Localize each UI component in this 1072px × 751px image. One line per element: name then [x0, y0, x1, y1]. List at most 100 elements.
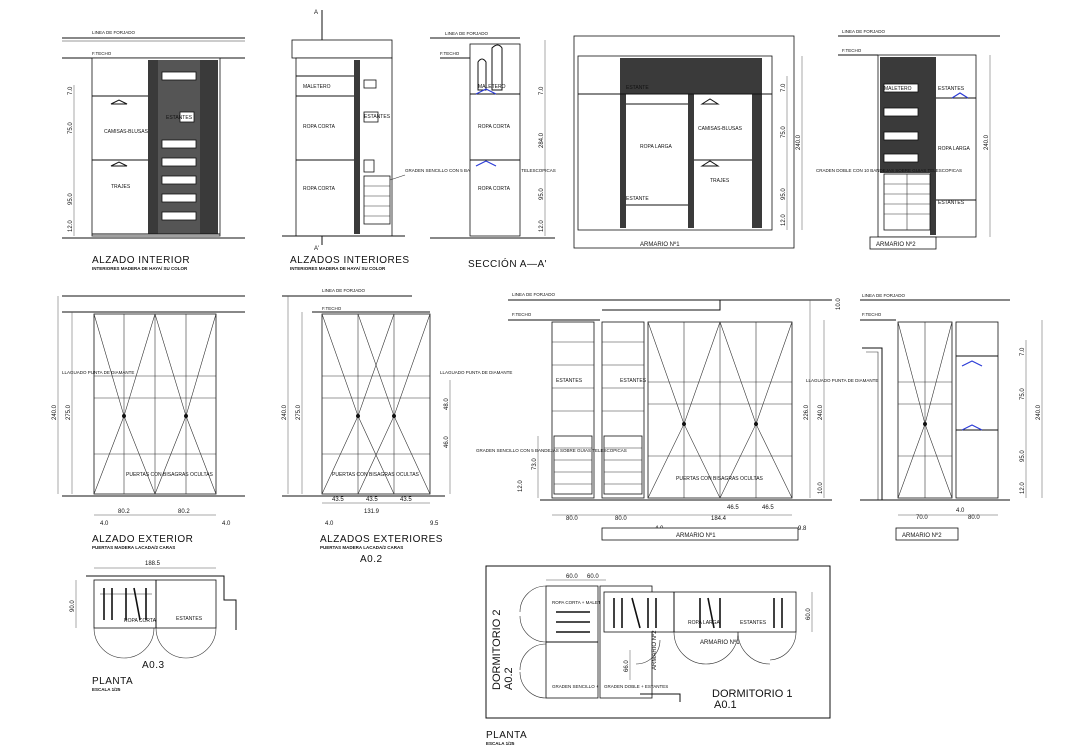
techo-label-4: F.TECHO: [322, 306, 342, 311]
ropa-corta-label-4: ROPA CORTA: [478, 186, 511, 192]
dim-12-g: 12.0: [518, 480, 524, 492]
maletero-label-3: MALETERO: [884, 86, 912, 92]
alzado-interior-drawing: LINEA DE FORJADO F.TECHO CAMISAS-BLUSAS …: [62, 30, 245, 271]
dim-275-e: 275.0: [66, 404, 72, 420]
alzados-exteriores-title: ALZADOS EXTERIORES: [320, 534, 443, 545]
ropa-corta-label-2: ROPA CORTA: [303, 186, 336, 192]
dim-240-f: 240.0: [282, 404, 288, 420]
dim-240-i: 240.0: [1036, 404, 1042, 420]
dim-9-5: 9.5: [430, 521, 439, 527]
dim-60: 60.0: [566, 574, 578, 580]
alzado-exterior-title: ALZADO EXTERIOR: [92, 534, 193, 545]
ropa-corta-label-3: ROPA CORTA: [478, 124, 511, 130]
estantes-label-6: ESTANTES: [620, 378, 647, 384]
section-marker-a-prime: A': [314, 246, 319, 252]
ropa-larga-label-1: ROPA LARGA: [640, 144, 673, 150]
linea-forjado-label-5: LINEA DE FORJADO: [512, 292, 556, 297]
dim-80-a: 80.0: [566, 516, 578, 522]
ropa-corta-maletero-label: ROPA CORTA + MALETERO: [552, 600, 611, 605]
ropa-corta-label-1: ROPA CORTA: [303, 124, 336, 130]
estante-label-1: ESTANTE: [626, 85, 649, 91]
estantes-label-1: ESTANTES: [166, 115, 193, 121]
armario-1-label-plan: ARMARIO Nº1: [700, 639, 740, 646]
dim-75-i: 75.0: [1020, 388, 1026, 400]
seccion-aa-drawing: LINEA DE FORJADO F.TECHO MALETERO ROPA C…: [430, 31, 555, 270]
dim-46-5-a: 46.5: [727, 505, 739, 511]
puertas-label-3: PUERTAS CON BISAGRAS OCULTAS: [676, 476, 764, 482]
dim-10-top: 10.0: [836, 298, 842, 310]
a02-label-plan: A0.2: [503, 667, 515, 690]
dim-284: 284.0: [539, 132, 545, 148]
estantes-label-7: ESTANTES: [176, 616, 203, 622]
a01-label: A0.1: [714, 699, 737, 711]
ropa-corta-label-5: ROPA CORTA: [124, 618, 157, 624]
dim-46: 46.0: [444, 436, 450, 448]
techo-label-3: F.TECHO: [842, 48, 862, 53]
estantes-label-4: ESTANTES: [938, 200, 965, 206]
llaguado-label-3: LLAGUADO PUNTA DE DIAMANTE: [806, 378, 878, 383]
dim-12-b: 12.0: [539, 220, 545, 232]
escala-label-2: ESCALA 1/25: [486, 741, 515, 746]
puertas-label-2: PUERTAS CON BISAGRAS OCULTAS: [332, 472, 420, 478]
escala-label-1: ESCALA 1/25: [92, 687, 121, 692]
dim-43-5-c: 43.5: [400, 497, 412, 503]
dim-184-4: 184.4: [711, 516, 727, 522]
trajes-label: TRAJES: [111, 184, 131, 190]
armario-2-label-plan: ARMARIO Nº2: [651, 630, 658, 670]
dim-95-i: 95.0: [1020, 450, 1026, 462]
dormitorio-2-label: DORMITORIO 2: [491, 610, 503, 690]
alzados-exteriores-subtitle: PUERTAS MADERA LACADA/2 CARAS: [320, 545, 403, 550]
dim-60-b: 60.0: [587, 574, 599, 580]
dim-275-f: 275.0: [296, 404, 302, 420]
maletero-label-2: MALETERO: [478, 84, 506, 90]
estantes-label-2: ESTANTES: [364, 114, 391, 120]
estantes-label-8: ESTANTES: [740, 620, 767, 626]
dim-9-8: 9.8: [798, 526, 807, 532]
dim-226: 226.0: [804, 404, 810, 420]
estantes-label-5: ESTANTES: [556, 378, 583, 384]
dim-7-c: 7.0: [781, 83, 787, 92]
dim-10: 10.0: [818, 482, 824, 494]
linea-forjado-label-3: LINEA DE FORJADO: [842, 29, 886, 34]
llaguado-label-1: LLAGUADO PUNTA DE DIAMANTE: [62, 370, 134, 375]
dim-80-2-b: 80.2: [178, 509, 190, 515]
dim-66: 66.0: [624, 660, 630, 672]
dim-131-9: 131.9: [364, 509, 380, 515]
dim-80-c: 80.0: [968, 515, 980, 521]
dim-95: 95.0: [68, 193, 74, 205]
alzado-exterior-drawing: PUERTAS CON BISAGRAS OCULTAS LLAGUADO PU…: [52, 295, 245, 550]
cajonera-doble-label: CRADEN DOBLE CON 10 BANDEJAS SOBRE GUIAS…: [816, 168, 962, 173]
armario-1-title-mid: ARMARIO Nº1: [676, 532, 716, 539]
armario-2-interior-drawing: LINEA DE FORJADO F.TECHO MALETERO ESTANT…: [816, 29, 1000, 250]
puertas-label-1: PUERTAS CON BISAGRAS OCULTAS: [126, 472, 214, 478]
alzados-interiores-title: ALZADOS INTERIORES: [290, 255, 410, 266]
linea-forjado-label-2: LINEA DE FORJADO: [445, 31, 489, 36]
dim-12-c: 12.0: [781, 214, 787, 226]
dim-43-5-b: 43.5: [366, 497, 378, 503]
estantes-label-3: ESTANTES: [938, 86, 965, 92]
dim-43-5-a: 43.5: [332, 497, 344, 503]
dim-12: 12.0: [68, 220, 74, 232]
dim-4-c: 4.0: [325, 521, 334, 527]
planta-a03-drawing: 188.5 90.0 ROPA CORTA ESTANTES A0.3 PLAN…: [70, 561, 237, 692]
linea-forjado-label: LINEA DE FORJADO: [92, 30, 136, 35]
armario-1-title-top: ARMARIO Nº1: [640, 241, 680, 248]
dim-240-c: 240.0: [796, 134, 802, 150]
armario-2-title-top: ARMARIO Nº2: [876, 241, 916, 248]
armario-2-elevation-drawing: LINEA DE FORJADO F.TECHO 7.0 75.0 95.0 1…: [860, 293, 1043, 541]
dim-4-e: 4.0: [956, 508, 965, 514]
alzados-interiores-subtitle: INTERIORES MADERA DE HAYA/ SU COLOR: [290, 266, 386, 271]
armario-1-elevation-drawing: LINEA DE FORJADO F.TECHO ESTANTES ESTANT…: [476, 292, 878, 541]
dim-188-5: 188.5: [145, 561, 161, 567]
planta-title-2: PLANTA: [486, 730, 527, 741]
armario-2-title-mid: ARMARIO Nº2: [902, 532, 942, 539]
techo-label-2: F.TECHO: [440, 51, 460, 56]
ropa-larga-label-3: ROPA LARGA: [688, 620, 721, 626]
alzado-exterior-subtitle: PUERTAS MADERA LACADA/2 CARAS: [92, 545, 175, 550]
dim-90: 90.0: [70, 600, 76, 612]
trajes-label-2: TRAJES: [710, 178, 730, 184]
a02-title: A0.2: [360, 554, 383, 565]
dim-80-b: 80.0: [615, 516, 627, 522]
dim-48: 48.0: [444, 398, 450, 410]
planta-title-1: PLANTA: [92, 676, 133, 687]
